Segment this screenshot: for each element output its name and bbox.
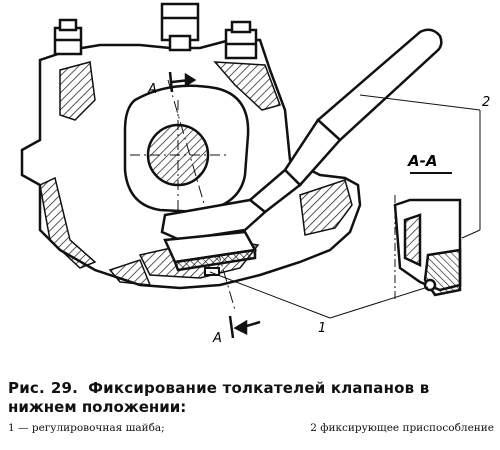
fixing-tool [160,28,443,242]
leader-lines [209,94,481,319]
section-arrow-top [168,71,197,93]
adjusting-shim [204,267,220,276]
caption-title-text: Фиксирование толкателей клапанов в [88,379,430,397]
technical-drawing: А-А А А 2 1 [20,2,490,346]
section-arrow-bottom [228,315,261,339]
bolt-left [53,18,83,56]
caption-number: 29. [50,379,79,397]
figure-caption: Рис. 29. Фиксирование толкателей клапано… [8,379,494,434]
caption-prefix: Рис. [8,379,45,397]
section-line [167,79,236,311]
tappet [163,230,257,272]
camshaft [130,100,230,215]
section-detail [393,195,462,300]
caption-title-line2: нижнем положении: [8,398,187,416]
arrow-label-top: А [147,82,157,97]
legend-item-2: 2 фиксирующее приспособление [310,422,494,434]
caption-title-line1: Рис. 29. Фиксирование толкателей клапано… [8,379,494,397]
callout-2: 2 [482,95,490,110]
legend-item-1: 1 — регулировочная шайба; [8,422,165,434]
callout-1: 1 [318,321,326,336]
caption-legend: 1 — регулировочная шайба; 2 фиксирующее … [8,422,494,434]
bolt-right [224,20,258,60]
bolt-center [160,2,200,52]
arrow-label-bottom: А [212,331,222,346]
section-label: А-А [407,152,437,170]
